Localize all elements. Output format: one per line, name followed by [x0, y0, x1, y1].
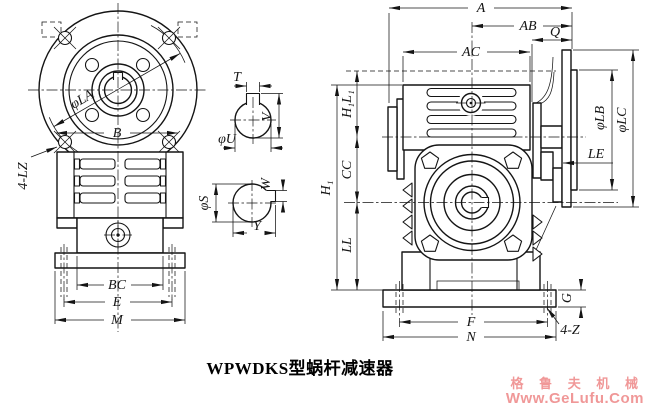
dim-phi-lc-label: φLC — [615, 107, 630, 133]
dim-phi-s-label: φS — [197, 196, 212, 211]
dim-q-label: Q — [550, 25, 560, 40]
input-end-cap — [387, 98, 405, 180]
front-body — [54, 151, 186, 300]
dim-ll-label: LL — [340, 237, 355, 254]
side-view: A AB Q AC H₁ H₁L₁ CC LL LE φLB — [319, 1, 639, 345]
dim-phi-lb-label: φLB — [593, 106, 608, 131]
dim-le-label: LE — [587, 147, 605, 162]
dim-ac-label: AC — [461, 45, 481, 60]
dim-phi-u-label: φU — [218, 132, 237, 147]
dim-n-label: N — [465, 330, 476, 345]
dim-f-label: F — [466, 315, 476, 330]
dim-bc-label: BC — [108, 278, 127, 293]
dim-z-label: 4-Z — [560, 323, 580, 338]
dim-g-label: G — [560, 293, 575, 303]
output-shaft-section: W φS Y — [197, 177, 287, 237]
dim-lz-label: 4-LZ — [16, 162, 31, 189]
dim-h1l1-label: H₁L₁ — [340, 90, 355, 119]
corner-bolt-holes — [53, 26, 181, 154]
cooling-fins — [73, 158, 167, 204]
dim-y-label: Y — [253, 219, 263, 234]
drawing-title: WPWDKS型蜗杆减速器 — [206, 359, 394, 378]
front-base-plate — [54, 252, 186, 269]
front-view: φLA B 4-LZ BC E M — [16, 3, 208, 332]
hidden-corner-square-right — [177, 21, 198, 38]
watermark-url: Www.GeLufu.Com — [505, 390, 644, 407]
dim-a-label: A — [476, 1, 486, 16]
watermark-company: 格 鲁 夫 机 械 — [510, 376, 644, 391]
dim-w-label: W — [259, 177, 274, 190]
dim-m-label: M — [110, 313, 124, 328]
dim-v-label: V — [260, 111, 275, 121]
dim-t-label: T — [233, 70, 242, 85]
side-base-plate — [382, 289, 557, 308]
input-shaft-section: T V φU — [218, 70, 283, 152]
side-view-dimensions: A AB Q AC H₁ H₁L₁ CC LL LE φLB — [319, 1, 639, 345]
output-flange — [561, 49, 578, 208]
top-fin-block — [402, 84, 531, 151]
watermark: 格 鲁 夫 机 械 Www.GeLufu.Com — [506, 376, 644, 406]
dim-b-label: B — [113, 126, 122, 141]
dim-e-label: E — [112, 295, 122, 310]
dim-cc-label: CC — [340, 160, 355, 179]
hidden-corner-square-left — [41, 21, 62, 38]
side-ribs — [402, 182, 543, 262]
dim-h1-label: H₁ — [319, 181, 334, 197]
dim-ab-label: AB — [518, 19, 537, 34]
